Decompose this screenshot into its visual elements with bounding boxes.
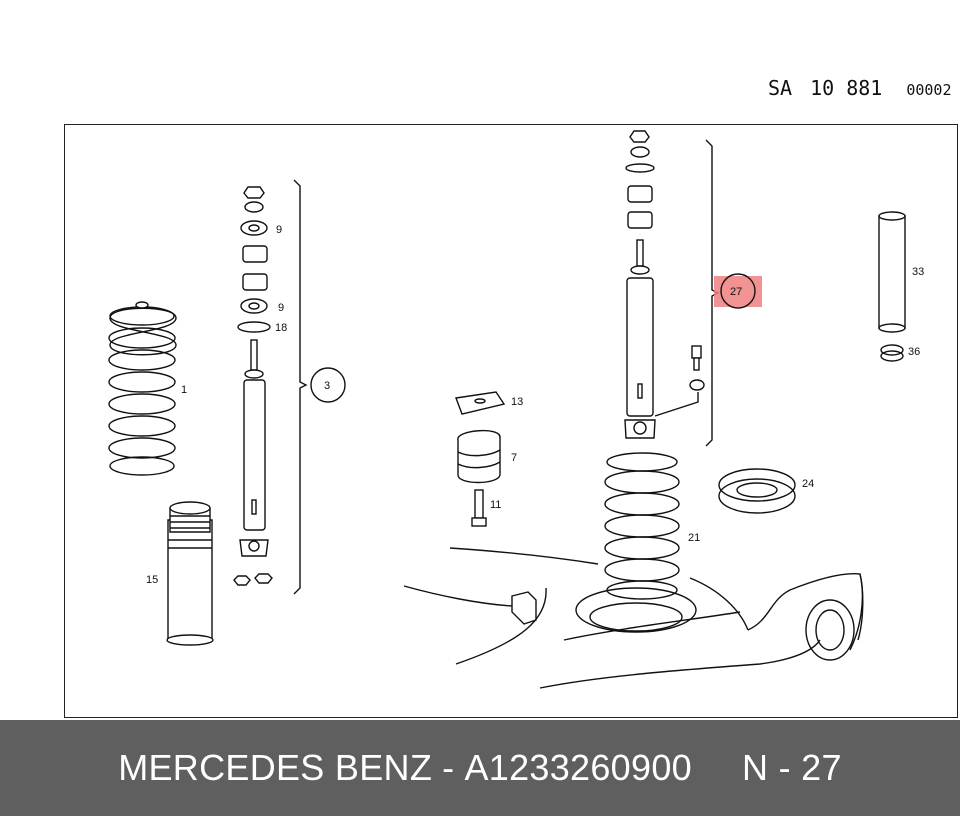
footer-position: N - 27 xyxy=(741,747,842,788)
callout-15: 15 xyxy=(146,574,158,586)
callout-9-lower: 9 xyxy=(278,302,284,314)
callout-9-upper: 9 xyxy=(276,224,282,236)
callout-24: 24 xyxy=(802,478,814,490)
callout-11: 11 xyxy=(490,499,501,511)
bump-stop-7[interactable] xyxy=(457,429,501,484)
callout-3: 3 xyxy=(324,380,330,392)
rubber-mount-13[interactable] xyxy=(455,391,506,415)
callout-36: 36 xyxy=(908,346,920,358)
protective-boot-15[interactable] xyxy=(166,501,214,646)
highlight-27 xyxy=(714,276,762,307)
sheet-code: SA 10 881 00002 xyxy=(768,76,952,100)
sheet-number: 00002 xyxy=(906,81,952,99)
callout-3-circle[interactable] xyxy=(310,367,346,403)
bolt-11[interactable] xyxy=(471,489,487,527)
callout-21: 21 xyxy=(688,532,700,544)
callout-13: 13 xyxy=(511,396,523,408)
shock-absorber-kit-left[interactable] xyxy=(233,186,273,586)
footer-brand: MERCEDES BENZ xyxy=(118,747,433,788)
footer-part-number: A1233260900 xyxy=(464,747,692,788)
coil-spring-21[interactable] xyxy=(604,452,680,600)
callout-27: 27 xyxy=(730,286,742,298)
callout-18: 18 xyxy=(275,322,287,334)
callout-7: 7 xyxy=(511,452,517,464)
footer-bar: MERCEDES BENZ - A1233260900 N - 27 xyxy=(0,720,960,816)
sa-label: SA xyxy=(768,76,793,100)
footer-separator: - xyxy=(442,747,455,788)
sleeve-33[interactable] xyxy=(878,211,906,333)
spring-pad-24[interactable] xyxy=(718,468,796,514)
callout-27-circle[interactable] xyxy=(720,273,756,309)
callout-33: 33 xyxy=(912,266,924,278)
callout-1: 1 xyxy=(181,384,187,396)
sa-number: 10 881 xyxy=(810,76,883,100)
shock-absorber-27[interactable] xyxy=(624,130,705,439)
diagram-frame xyxy=(64,124,958,718)
spring-clip-36[interactable] xyxy=(880,344,904,362)
exploded-parts-diagram: 1 15 9 9 18 3 xyxy=(108,130,924,689)
coil-spring-1[interactable] xyxy=(108,301,177,476)
bracket-3 xyxy=(293,179,308,595)
rear-axle-carrier xyxy=(403,547,864,689)
